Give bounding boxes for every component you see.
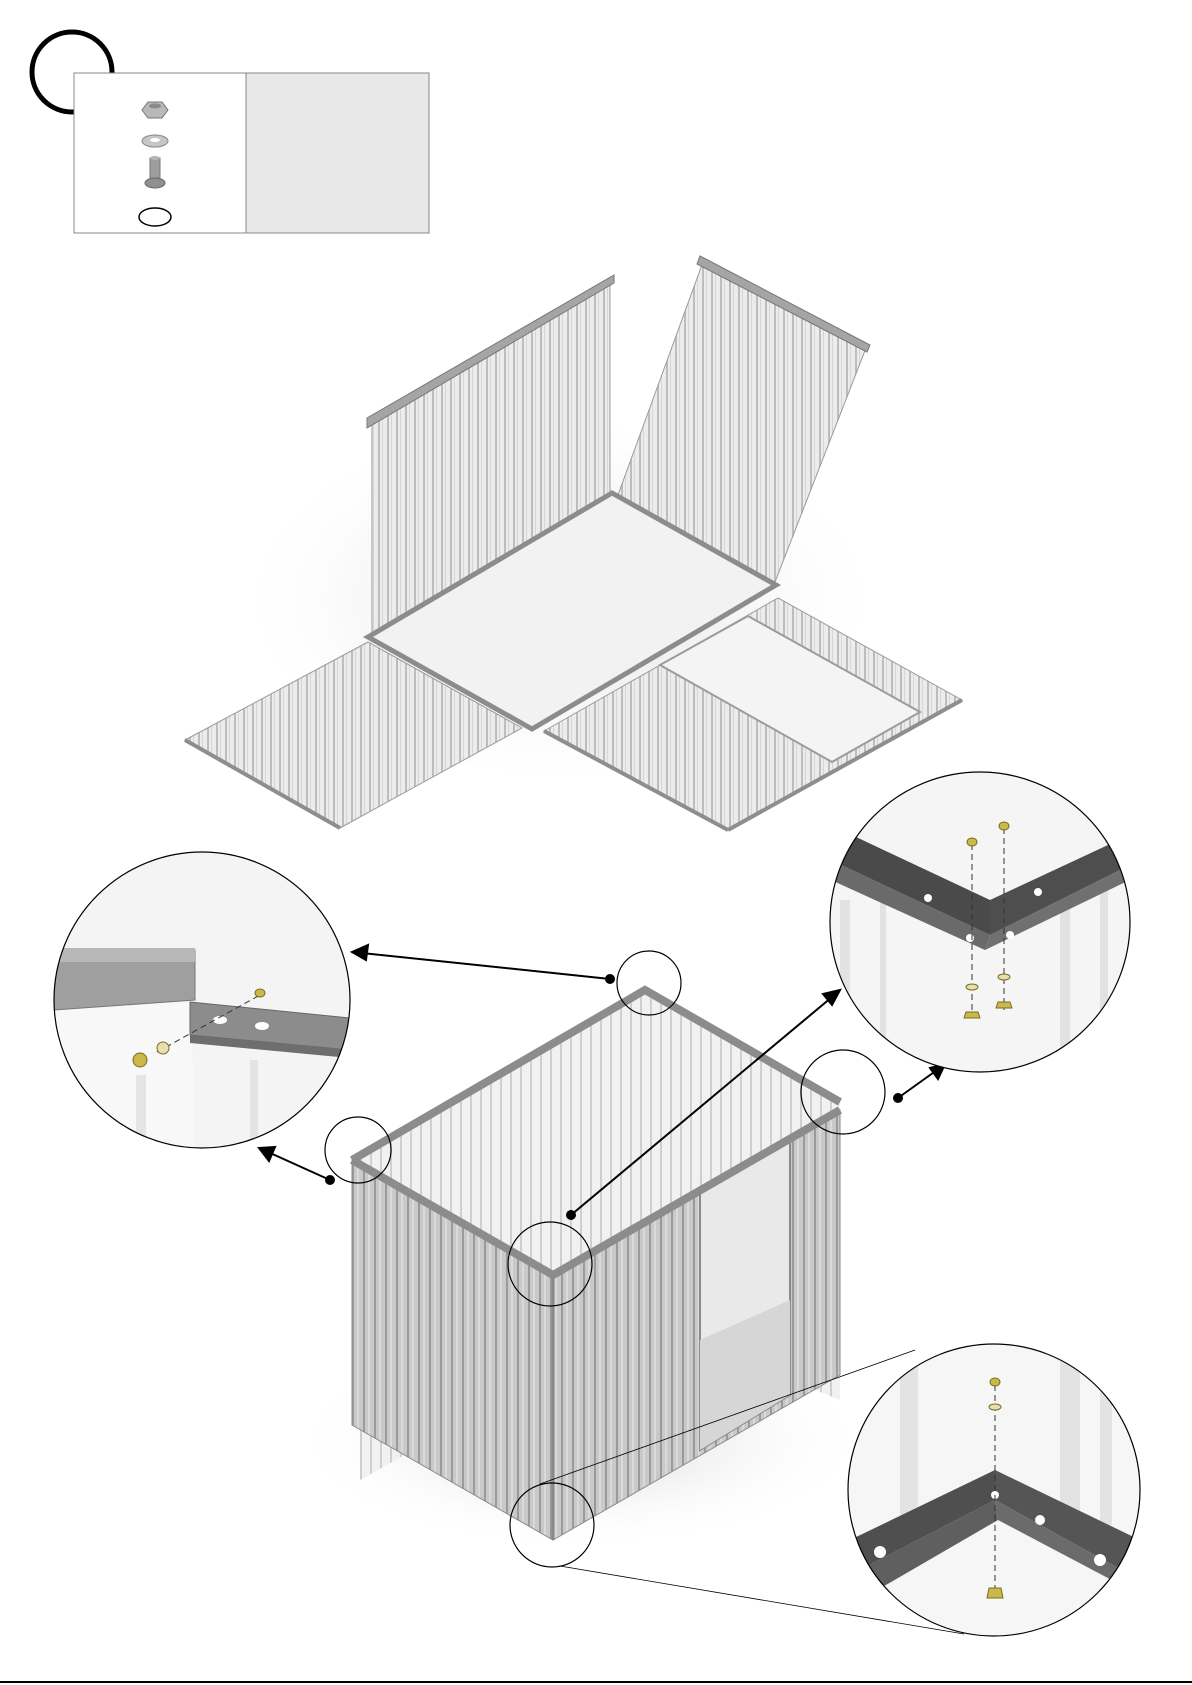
detail-left-corner (54, 850, 354, 1155)
parts-box (74, 73, 429, 233)
detail-floor-corner (840, 1340, 1150, 1640)
detail-top-right-corner (820, 770, 1140, 1080)
exploded-layout (185, 256, 962, 830)
assembled-shed (290, 990, 870, 1550)
parts-note-panel (246, 73, 429, 233)
hex-nut-icon (142, 102, 168, 118)
washer-icon (142, 135, 168, 147)
